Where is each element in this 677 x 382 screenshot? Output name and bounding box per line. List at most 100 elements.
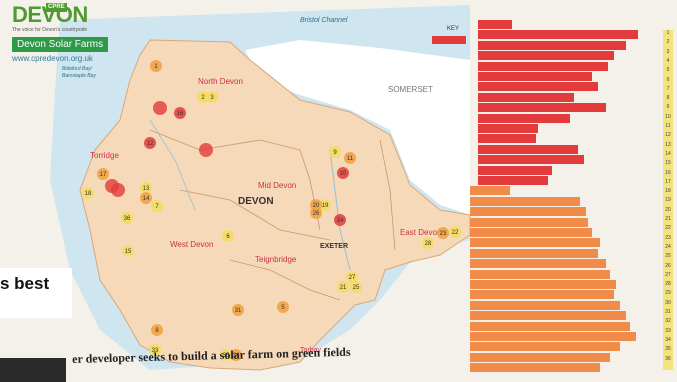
site-number: 9 — [666, 104, 670, 111]
site-list-bar — [478, 30, 638, 40]
side-article-photo — [0, 358, 66, 382]
site-number: 4 — [666, 57, 670, 64]
solar-site-marker — [82, 187, 94, 199]
site-list-bar — [478, 82, 598, 92]
solar-site-number: 6 — [226, 234, 230, 240]
logo-block: DEVON The voice for Devon's countryside … — [12, 4, 152, 63]
solar-site-marker — [222, 230, 234, 242]
site-list-bar — [478, 40, 626, 50]
site-number: 33 — [665, 327, 671, 334]
site-list-bar — [470, 290, 614, 300]
solar-site-number: 12 — [147, 141, 154, 147]
site-number: 28 — [665, 281, 671, 288]
site-list-bar — [470, 259, 606, 269]
solar-site-number: 14 — [143, 196, 150, 202]
solar-site-marker — [350, 281, 362, 293]
solar-site-number: 10 — [340, 171, 347, 177]
solar-site-number: 25 — [353, 285, 360, 291]
site-number: 1 — [666, 30, 670, 36]
site-number: 20 — [665, 206, 671, 213]
key-swatch — [432, 36, 466, 44]
site-list-bar — [478, 155, 584, 165]
cpre-badge: CPRE — [46, 3, 67, 12]
solar-site-number: 28 — [425, 241, 432, 247]
solar-site-marker — [153, 101, 167, 115]
solar-site-number: 11 — [347, 156, 354, 162]
somerset-label: SOMERSET — [388, 85, 433, 94]
solar-site-marker — [122, 245, 134, 257]
solar-site-marker — [277, 301, 289, 313]
bideford-bay-label: Bideford Bay/ — [62, 66, 93, 72]
solar-site-number: 17 — [100, 172, 107, 178]
site-list-bar — [470, 352, 610, 362]
site-number: 16 — [665, 169, 671, 176]
site-number: 2 — [666, 39, 670, 46]
site-number: 12 — [665, 132, 671, 139]
district-boundary — [179, 189, 331, 241]
district-boundary — [229, 259, 341, 301]
logo-wordmark: DEVON — [12, 2, 88, 27]
solar-site-marker — [151, 200, 163, 212]
solar-site-marker — [232, 304, 244, 316]
solar-site-marker — [174, 107, 186, 119]
site-number: 36 — [665, 355, 671, 362]
site-list-bar — [470, 363, 600, 373]
site-list-bar — [478, 124, 538, 133]
solar-site-number: 22 — [452, 230, 459, 236]
solar-site-number: 35 — [223, 353, 230, 359]
site-list-bar — [470, 217, 588, 227]
solar-site-marker — [149, 344, 161, 356]
solar-site-marker — [449, 226, 461, 238]
torbay-label: Torbay — [300, 347, 322, 354]
district-boundary — [379, 139, 396, 251]
solar-site-marker — [422, 237, 434, 249]
site-number: 7 — [666, 85, 670, 92]
site-number: 22 — [665, 225, 671, 232]
site-list-bar — [470, 280, 616, 289]
torridge-label: Torridge — [90, 151, 119, 160]
site-list-bar — [478, 134, 536, 144]
site-list-bar — [470, 207, 586, 217]
solar-site-number: 9 — [333, 150, 337, 156]
teignbridge-label: Teignbridge — [255, 255, 297, 264]
site-list-bar — [470, 311, 626, 321]
solar-site-number: 18 — [85, 191, 92, 197]
site-list-bar — [470, 186, 510, 196]
site-number: 35 — [665, 346, 671, 353]
site-number: 29 — [665, 290, 671, 297]
site-list-bar — [470, 196, 580, 206]
site-list-bars — [470, 20, 670, 382]
site-list-bar — [478, 61, 608, 71]
site-number: 17 — [665, 178, 671, 185]
solar-site-marker — [344, 152, 356, 164]
solar-site-number: 8 — [155, 328, 159, 334]
site-list-bar — [470, 342, 620, 352]
district-boundary — [149, 129, 301, 151]
devon-land — [79, 39, 471, 371]
solar-site-number: 26 — [313, 211, 320, 217]
solar-site-number: 31 — [235, 308, 242, 314]
site-number: 32 — [665, 318, 671, 325]
site-number: 23 — [665, 234, 671, 241]
exeter-label: EXETER — [320, 243, 348, 250]
solar-site-marker — [144, 137, 156, 149]
solar-site-marker — [437, 227, 449, 239]
site-number: 15 — [665, 160, 671, 167]
logo-tagline: The voice for Devon's countryside — [12, 27, 88, 33]
river — [149, 119, 196, 211]
solar-site-number: 15 — [125, 249, 132, 255]
solar-site-number: 2 — [201, 95, 205, 101]
solar-site-marker — [329, 146, 341, 158]
solar-site-marker — [197, 91, 209, 103]
solar-site-marker — [334, 214, 346, 226]
solar-site-marker — [111, 183, 125, 197]
solar-site-marker — [199, 143, 213, 157]
site-list-bar — [470, 332, 636, 341]
east-devon-label: East Devon — [400, 228, 441, 237]
solar-site-marker — [220, 349, 232, 361]
site-list-bar — [478, 165, 552, 175]
solar-site-number: 21 — [340, 285, 347, 291]
solar-site-number: 23 — [440, 231, 447, 237]
